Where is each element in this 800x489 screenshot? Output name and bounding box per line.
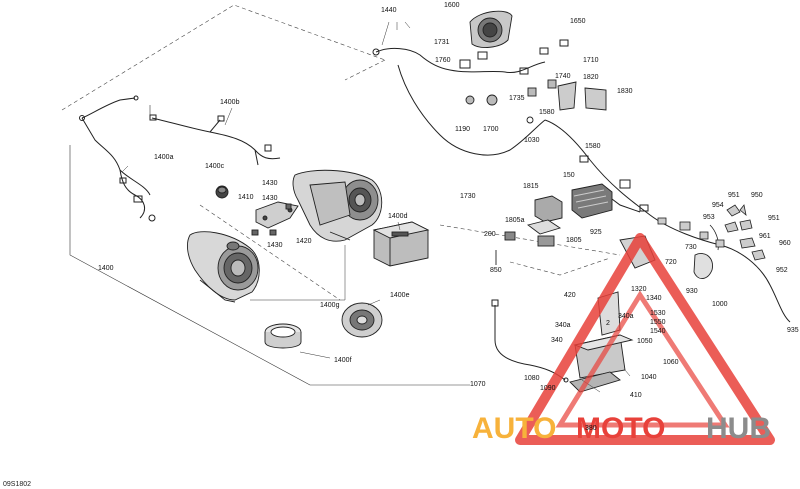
label-1400d: 1400d <box>388 213 408 220</box>
label-930: 930 <box>686 288 698 295</box>
label-1090: 1090 <box>540 385 556 392</box>
label-1600: 1600 <box>444 2 460 9</box>
label-1340: 1340 <box>646 295 662 302</box>
label-1731: 1731 <box>434 39 450 46</box>
label-1440: 1440 <box>381 7 397 14</box>
label-2: 2 <box>606 320 610 327</box>
label-1190: 1190 <box>455 126 470 133</box>
label-1580-top: 1580 <box>539 109 555 116</box>
harness-1400b <box>149 114 281 166</box>
left-panel-1400g <box>187 231 260 303</box>
label-380: 380 <box>585 425 597 432</box>
label-1400g: 1400g <box>320 302 340 309</box>
watermark-text-hub: HUB <box>706 412 771 445</box>
label-952: 952 <box>776 267 788 274</box>
top-harness-1440 <box>372 39 791 323</box>
cluster-1600 <box>469 10 513 48</box>
label-1550: 1550 <box>650 319 666 326</box>
label-720: 720 <box>665 259 677 266</box>
label-1400f: 1400f <box>334 357 352 364</box>
label-1050: 1050 <box>637 338 653 345</box>
label-1400e: 1400e <box>390 292 410 299</box>
label-961: 961 <box>759 233 771 240</box>
speaker-1400e <box>341 302 383 338</box>
label-1040: 1040 <box>641 374 657 381</box>
watermark-text-moto: MOTO <box>576 412 665 445</box>
label-1830: 1830 <box>617 88 633 95</box>
label-1060: 1060 <box>663 359 679 366</box>
knob-1400c <box>215 185 229 199</box>
label-1400: 1400 <box>98 265 114 272</box>
label-1805: 1805 <box>566 237 582 244</box>
switches-1700 <box>465 79 567 124</box>
label-1820: 1820 <box>583 74 599 81</box>
label-340a-left: 340a <box>555 322 571 329</box>
label-1430-mid: 1430 <box>262 195 278 202</box>
label-1735: 1735 <box>509 95 525 102</box>
label-1320: 1320 <box>631 286 647 293</box>
label-925: 925 <box>590 229 602 236</box>
dashed-boundary-lines <box>61 4 621 301</box>
diagram-code: 09S1802 <box>3 481 31 488</box>
leader-lines <box>121 21 631 393</box>
label-960: 960 <box>779 240 791 247</box>
label-1530: 1530 <box>650 310 666 317</box>
label-1710: 1710 <box>583 57 599 64</box>
label-951-right: 951 <box>768 215 780 222</box>
relay-1815 <box>526 195 563 247</box>
watermark-text-auto: AUTO <box>472 412 556 445</box>
label-1815: 1815 <box>523 183 539 190</box>
label-951-top: 951 <box>728 192 740 199</box>
label-935: 935 <box>787 327 799 334</box>
label-953: 953 <box>703 214 715 221</box>
label-850: 850 <box>490 267 502 274</box>
label-1805a: 1805a <box>505 217 525 224</box>
callout-labels: 1440 1600 1650 1731 1760 1710 1740 1820 … <box>98 2 799 432</box>
label-1430-bot: 1430 <box>267 242 283 249</box>
regulator-150 <box>571 183 613 219</box>
label-1400c: 1400c <box>205 163 225 170</box>
label-1540: 1540 <box>650 328 666 335</box>
small-parts-950 <box>657 204 766 261</box>
module-1400d <box>372 221 430 267</box>
label-1030: 1030 <box>524 137 540 144</box>
ring-1400f <box>264 323 302 349</box>
label-410: 410 <box>630 392 642 399</box>
label-150: 150 <box>563 172 575 179</box>
harness-1400a <box>79 95 156 222</box>
label-340a-right: 340a <box>618 313 634 320</box>
label-1700: 1700 <box>483 126 499 133</box>
label-1410: 1410 <box>238 194 254 201</box>
label-1730: 1730 <box>460 193 476 200</box>
watermark-inner-triangle <box>555 290 730 428</box>
label-950: 950 <box>751 192 763 199</box>
right-panel-1400g <box>292 169 383 242</box>
watermark-logo: AUTO MOTO HUB <box>472 233 775 445</box>
label-200: 200 <box>484 231 496 238</box>
label-1650: 1650 <box>570 18 586 25</box>
bracket-1410 <box>251 201 299 236</box>
label-340: 340 <box>551 337 563 344</box>
connector-200 <box>495 231 516 265</box>
label-730: 730 <box>685 244 697 251</box>
label-1580-right: 1580 <box>585 143 601 150</box>
label-1000: 1000 <box>712 301 728 308</box>
label-1400a: 1400a <box>154 154 174 161</box>
label-1430-top: 1430 <box>262 180 278 187</box>
watermark-triangle <box>515 233 775 445</box>
battery-box <box>569 291 634 393</box>
label-1080: 1080 <box>524 375 540 382</box>
label-1070: 1070 <box>470 381 486 388</box>
label-1760: 1760 <box>435 57 451 64</box>
label-1420: 1420 <box>296 238 312 245</box>
bar-1820 <box>557 81 607 111</box>
label-420: 420 <box>564 292 576 299</box>
label-954: 954 <box>712 202 724 209</box>
label-1740: 1740 <box>555 73 571 80</box>
label-1400b: 1400b <box>220 99 240 106</box>
